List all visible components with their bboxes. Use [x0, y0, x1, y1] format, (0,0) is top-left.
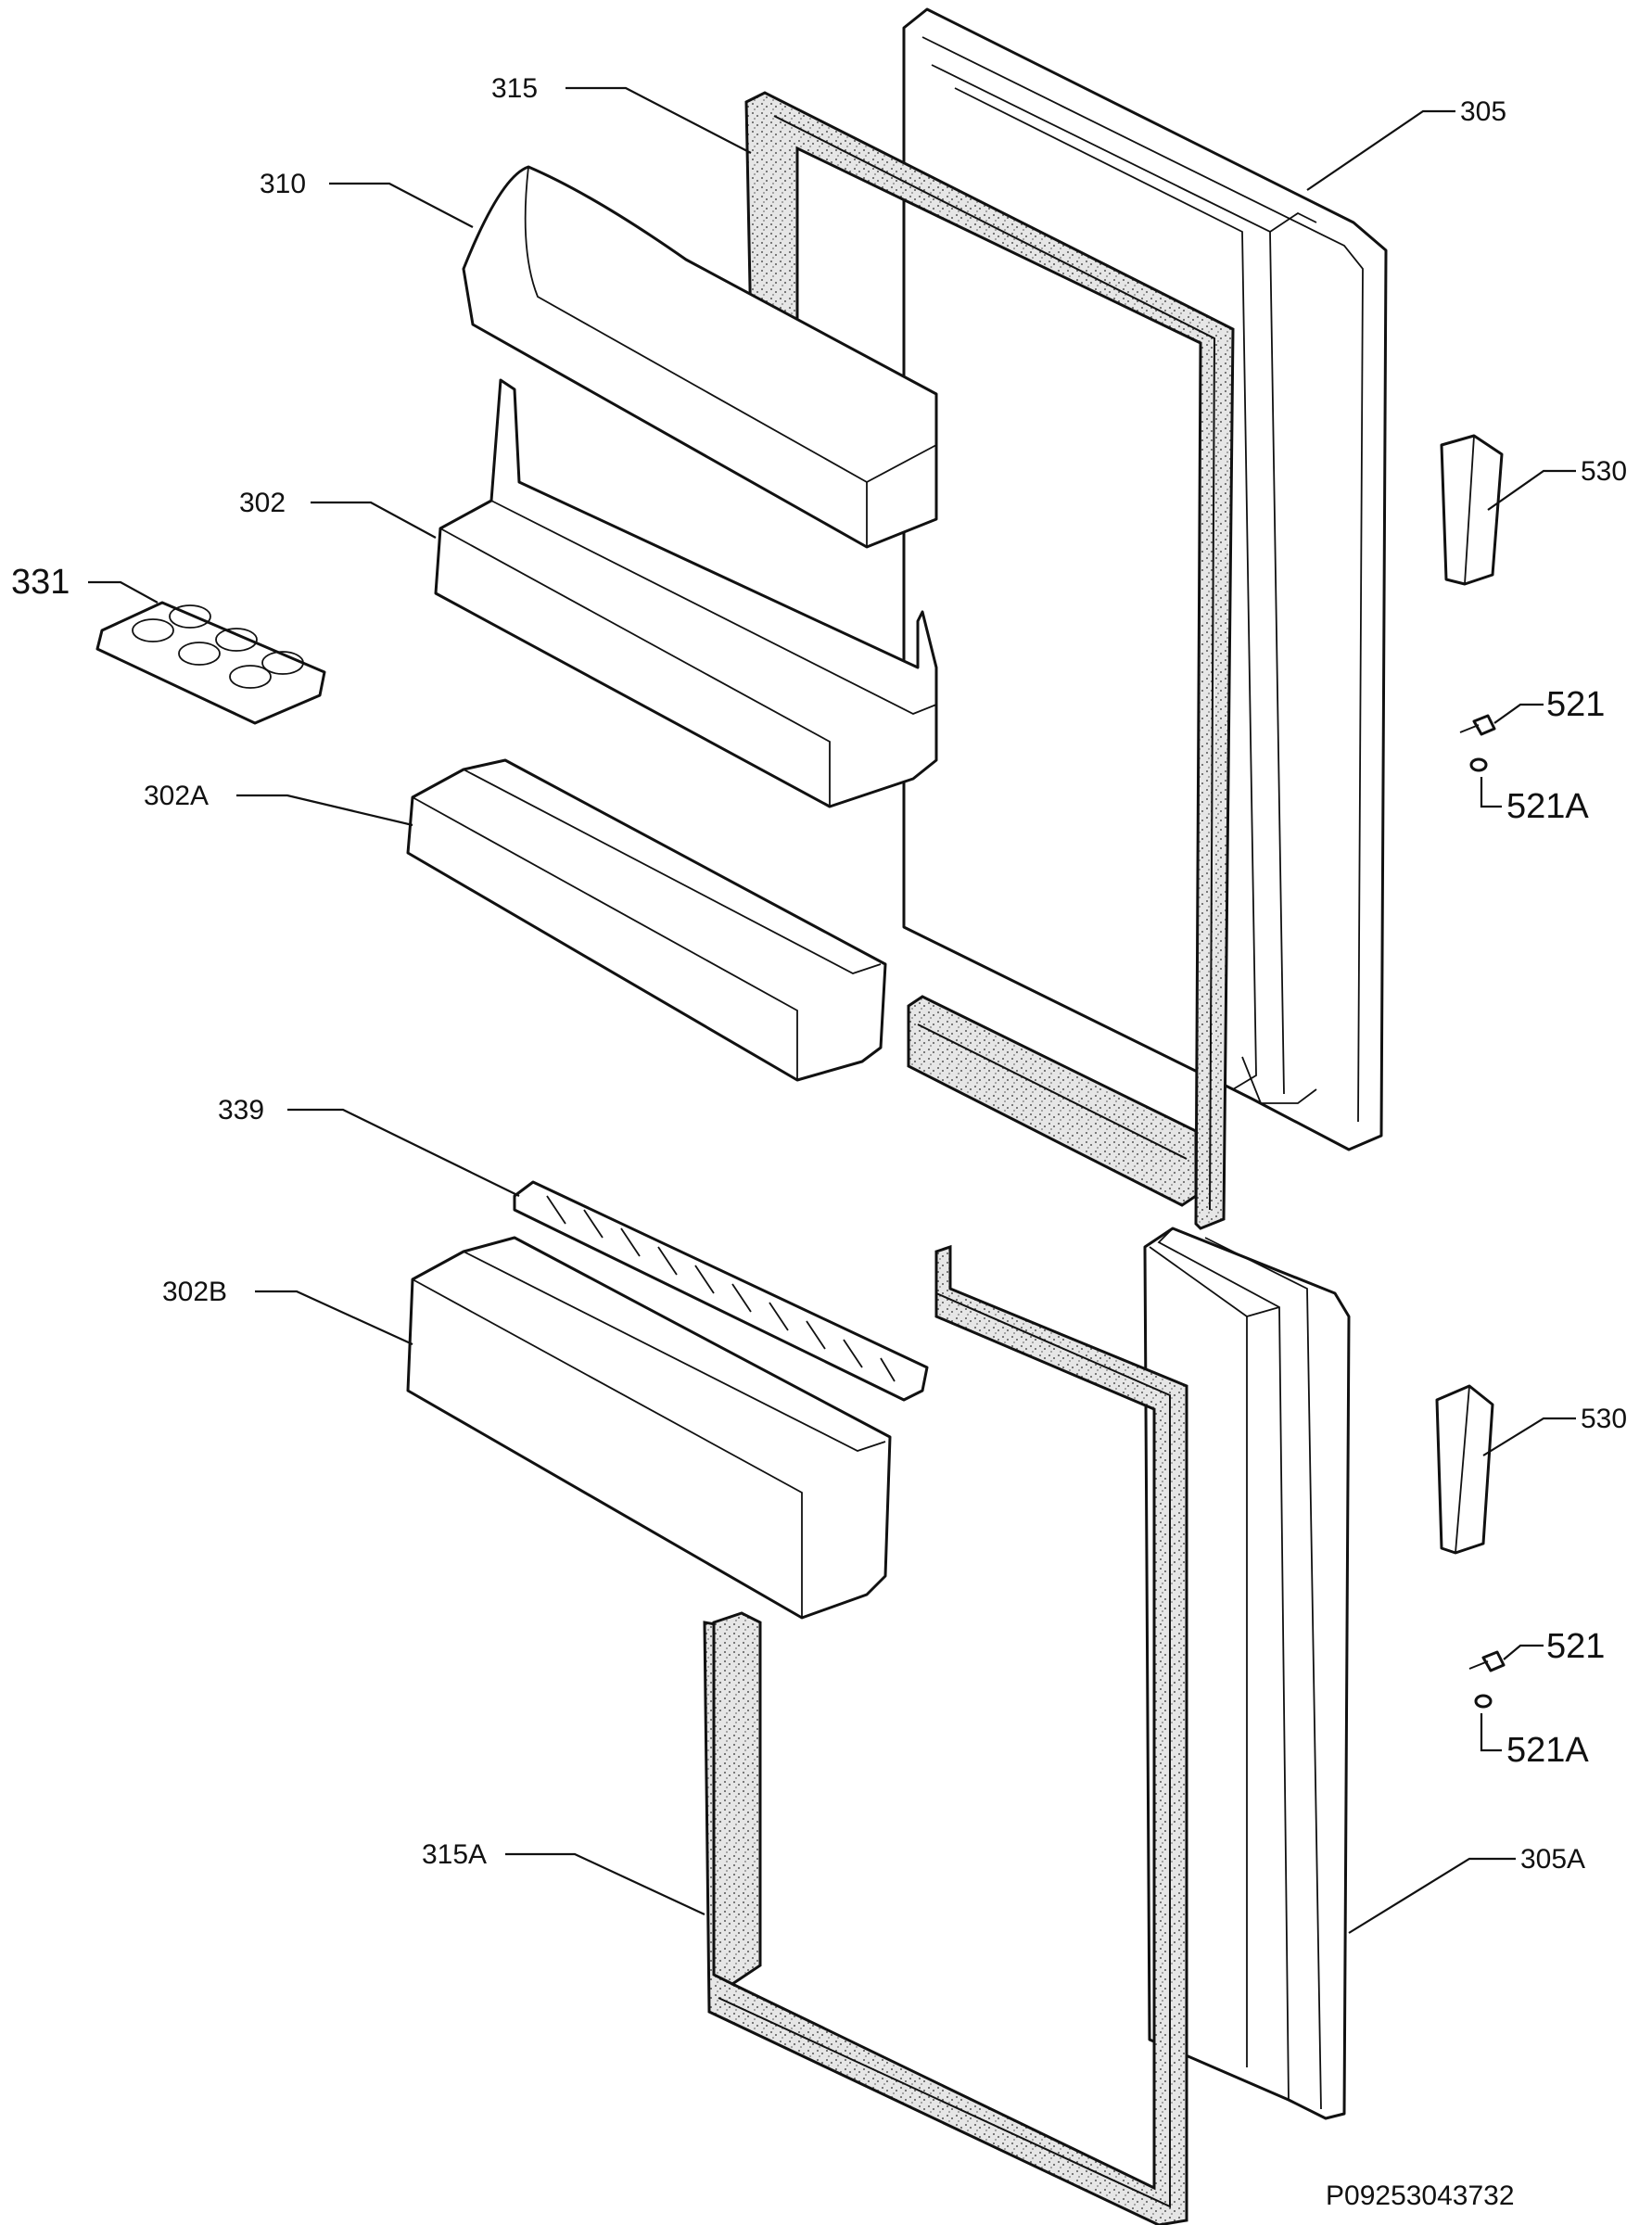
label-302a: 302A — [144, 781, 209, 811]
label-315a: 315A — [422, 1839, 487, 1870]
label-331: 331 — [11, 563, 70, 602]
screw-521-upper — [1459, 714, 1496, 736]
shelf-302 — [434, 378, 938, 808]
label-521a-bottom: 521A — [1506, 1731, 1589, 1770]
label-530-bottom: 530 — [1581, 1404, 1627, 1434]
label-521-top: 521 — [1546, 685, 1605, 724]
label-305: 305 — [1460, 96, 1506, 127]
shelf-302b — [406, 1236, 892, 1620]
label-310: 310 — [260, 169, 306, 199]
label-521-bottom: 521 — [1546, 1627, 1605, 1666]
washer-521a-upper — [1469, 757, 1488, 772]
label-305a: 305A — [1520, 1844, 1585, 1875]
drawing-code: P09253043732 — [1326, 2180, 1515, 2211]
label-302: 302 — [239, 488, 286, 518]
shelf-310 — [462, 165, 938, 549]
label-339: 339 — [218, 1095, 264, 1125]
upper-door-panel — [902, 7, 1388, 1151]
screw-521-lower — [1468, 1650, 1506, 1672]
egg-tray-331 — [95, 601, 326, 725]
handle-530-upper — [1440, 434, 1504, 586]
label-530-top: 530 — [1581, 456, 1627, 487]
leader-lines — [88, 86, 1576, 1934]
shelf-302a — [406, 758, 887, 1082]
label-302b: 302B — [162, 1277, 227, 1307]
label-521a-top: 521A — [1506, 787, 1589, 826]
washer-521a-lower — [1474, 1694, 1493, 1709]
lower-door-panel — [1143, 1227, 1351, 2120]
label-315: 315 — [491, 73, 538, 104]
handle-530-lower — [1435, 1384, 1494, 1555]
lower-door-gasket — [703, 1244, 1188, 2225]
bottle-retainer-339 — [513, 1180, 929, 1402]
